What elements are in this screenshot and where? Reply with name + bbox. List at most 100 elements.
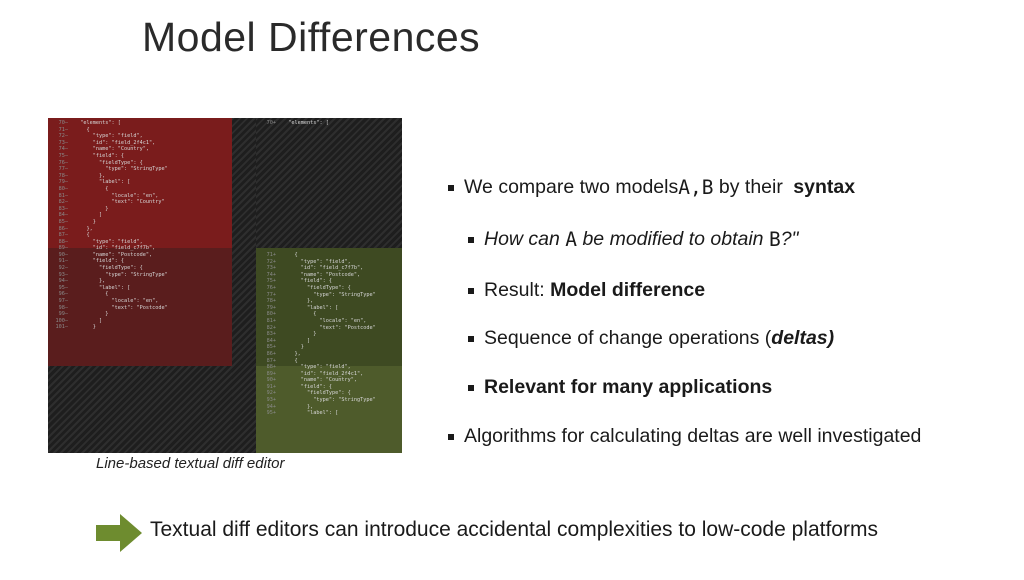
code-line: 95+ "label": [	[256, 410, 402, 417]
model-b: B	[768, 228, 781, 251]
line-number: 81—	[58, 192, 68, 199]
line-number: 78—	[58, 172, 68, 179]
line-number: 83+	[266, 331, 276, 338]
bullet-marker	[468, 384, 474, 391]
line-number: 100—	[55, 317, 69, 324]
line-number: 92—	[58, 265, 68, 272]
line-number: 91+	[266, 383, 276, 390]
line-number: 75—	[58, 152, 68, 159]
line-number: 97—	[58, 298, 68, 305]
line-text: ]	[74, 212, 103, 219]
line-text: {	[74, 126, 90, 133]
line-number: 88+	[266, 364, 276, 371]
code-line: 100— ]	[48, 318, 232, 325]
code-line: 74+ "name": "Postcode",	[256, 272, 402, 279]
model-names: A,B	[678, 176, 714, 199]
code-line: 91— "field": {	[48, 258, 232, 265]
code-line: 93— "type": "StringType"	[48, 272, 232, 279]
code-line: 78+ },	[256, 298, 402, 305]
line-number: 76—	[58, 159, 68, 166]
code-line: 99— }	[48, 311, 232, 318]
line-number: 87+	[266, 357, 276, 364]
line-text: }	[74, 205, 109, 212]
line-text: "fieldType": {	[74, 159, 143, 166]
line-text: ]	[282, 337, 311, 344]
line-text: "locale": "en",	[282, 317, 367, 324]
line-number: 94—	[58, 278, 68, 285]
slide-title: Model Differences	[142, 14, 481, 60]
code-line: 92— "fieldType": {	[48, 265, 232, 272]
arrow-right-icon	[96, 514, 142, 552]
code-line: 94— },	[48, 278, 232, 285]
line-text: "locale": "en",	[74, 298, 159, 305]
bullet-marker	[468, 335, 474, 342]
code-line: 86+ },	[256, 351, 402, 358]
bullet-marker	[448, 433, 454, 440]
line-text: "type": "StringType"	[74, 271, 168, 278]
line-text: "locale": "en",	[74, 192, 159, 199]
line-text: },	[74, 278, 106, 285]
code-line: 75— "field": {	[48, 153, 232, 160]
bullet-text: ?"	[780, 228, 799, 250]
line-number: 82—	[58, 199, 68, 206]
line-number: 90+	[266, 377, 276, 384]
line-number: 84+	[266, 337, 276, 344]
code-line: 82— "text": "Country"	[48, 199, 232, 206]
line-text: "name": "Postcode",	[74, 251, 153, 258]
line-number: 89+	[266, 370, 276, 377]
code-line: 90— "name": "Postcode",	[48, 252, 232, 259]
code-line: 79— "label": [	[48, 179, 232, 186]
line-number: 73—	[58, 139, 68, 146]
added-block-1	[256, 248, 402, 366]
code-line: 70+ "elements": [	[256, 120, 402, 127]
line-text: "label": [	[282, 410, 339, 417]
line-number: 74+	[266, 271, 276, 278]
line-number: 86+	[266, 350, 276, 357]
diff-pane-right: 70+ "elements": [ 71+ {72+ "type": "fiel…	[256, 118, 402, 453]
line-text: {	[282, 357, 298, 364]
bullet-relevant: Relevant for many applications	[468, 376, 772, 399]
bullet-result: Result: Model difference	[468, 279, 705, 302]
bullet-algorithms: Algorithms for calculating deltas are we…	[448, 425, 921, 448]
line-number: 90—	[58, 251, 68, 258]
line-text: {	[74, 232, 90, 239]
code-line: 89— "id": "field_c7f7b",	[48, 245, 232, 252]
bullet-text: Sequence of change operations (	[484, 327, 772, 349]
line-text: "id": "field_2f4c1",	[282, 370, 364, 377]
line-text: "fieldType": {	[74, 265, 143, 272]
line-number: 72—	[58, 133, 68, 140]
line-number: 75+	[266, 278, 276, 285]
line-text: "type": "field",	[282, 258, 351, 265]
line-number: 101—	[55, 324, 69, 331]
line-number: 72+	[266, 258, 276, 265]
code-line: 79+ "label": [	[256, 305, 402, 312]
line-number: 78+	[266, 298, 276, 305]
bullet-text: How can	[484, 228, 566, 250]
line-text: "type": "field",	[282, 364, 351, 371]
bullet-sequence: Sequence of change operations ( deltas)	[468, 327, 834, 350]
bullet-marker	[468, 236, 474, 243]
code-line: 83— }	[48, 206, 232, 213]
code-line: 90+ "name": "Country",	[256, 377, 402, 384]
line-number: 70—	[58, 120, 68, 126]
line-text: },	[282, 403, 314, 410]
code-line: 77— "type": "StringType"	[48, 166, 232, 173]
code-line: 96— {	[48, 291, 232, 298]
line-number: 80+	[266, 311, 276, 318]
line-text: },	[74, 225, 93, 232]
left-code: 70— "elements": [71— {72— "type": "field…	[48, 120, 232, 331]
code-line: 71— {	[48, 127, 232, 134]
line-text: },	[282, 350, 301, 357]
bullet-emphasis: syntax	[793, 176, 856, 198]
line-text: "text": "Postcode"	[282, 324, 376, 331]
line-number: 95+	[266, 410, 276, 417]
code-line: 84+ ]	[256, 338, 402, 345]
line-text: },	[282, 298, 314, 305]
line-text: "label": [	[74, 179, 131, 186]
conclusion-text: Textual diff editors can introduce accid…	[150, 518, 878, 541]
line-text: "type": "StringType"	[282, 291, 376, 298]
line-text: "text": "Postcode"	[74, 304, 168, 311]
line-text: "type": "StringType"	[282, 397, 376, 404]
line-number: 77—	[58, 166, 68, 173]
line-number: 76+	[266, 284, 276, 291]
